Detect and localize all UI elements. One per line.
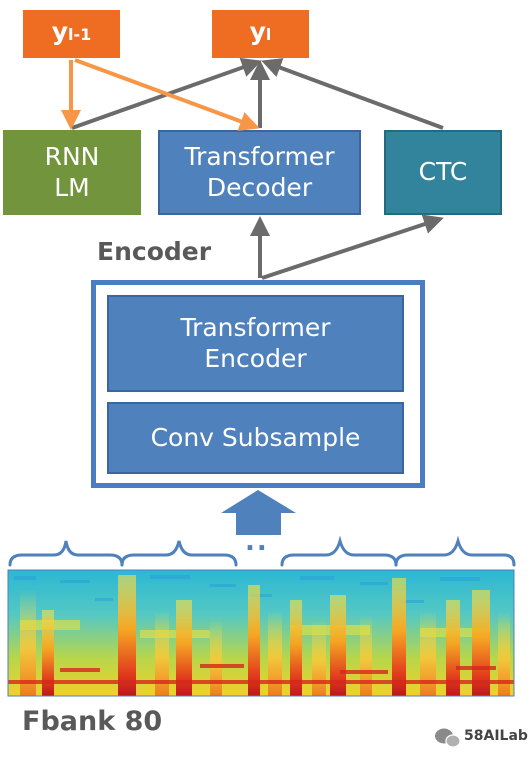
arrow-encoder-to-ctc [261, 214, 444, 280]
encoder-line1: Transformer [180, 313, 331, 342]
rnn-lm-line2: LM [54, 172, 90, 202]
encoder-label: Encoder [97, 237, 212, 266]
encoder-line2: Encoder [204, 343, 307, 373]
output-token-current-sub: l [265, 24, 272, 44]
fbank-label: Fbank 80 [22, 706, 163, 737]
rnn-lm-line1: RNN [44, 142, 100, 171]
transformer-encoder-block: Transformer Encoder [107, 295, 404, 392]
frame-braces [8, 535, 516, 567]
arrow-ctc-to-output [261, 58, 444, 130]
watermark-text: 58AILab [464, 728, 528, 744]
output-token-prev-sub: l-1 [68, 24, 92, 44]
decoder-line1: Transformer [184, 142, 335, 171]
wechat-icon [435, 728, 461, 748]
frames-ellipsis: .. [245, 527, 269, 557]
brace-4 [394, 535, 516, 567]
arrow-prev-to-decoder [74, 58, 260, 131]
input-block-arrow [221, 490, 296, 535]
ctc-label: CTC [418, 157, 468, 187]
spectrogram [7, 569, 515, 697]
brace-2 [120, 540, 238, 567]
output-token-prev-main: y [51, 16, 69, 46]
transformer-decoder-block: Transformer Decoder [158, 130, 361, 215]
brace-1 [8, 540, 124, 567]
brace-3 [280, 535, 398, 567]
ctc-block: CTC [384, 130, 502, 215]
watermark: 58AILab [464, 728, 528, 744]
rnn-lm-block: RNN LM [3, 130, 141, 215]
output-token-prev: yl-1 [23, 10, 120, 58]
subsample-label: Conv Subsample [150, 422, 361, 452]
output-token-current: yl [212, 10, 309, 58]
conv-subsample-block: Conv Subsample [107, 402, 404, 474]
output-token-current-main: y [249, 16, 266, 46]
decoder-line2: Decoder [206, 172, 313, 202]
